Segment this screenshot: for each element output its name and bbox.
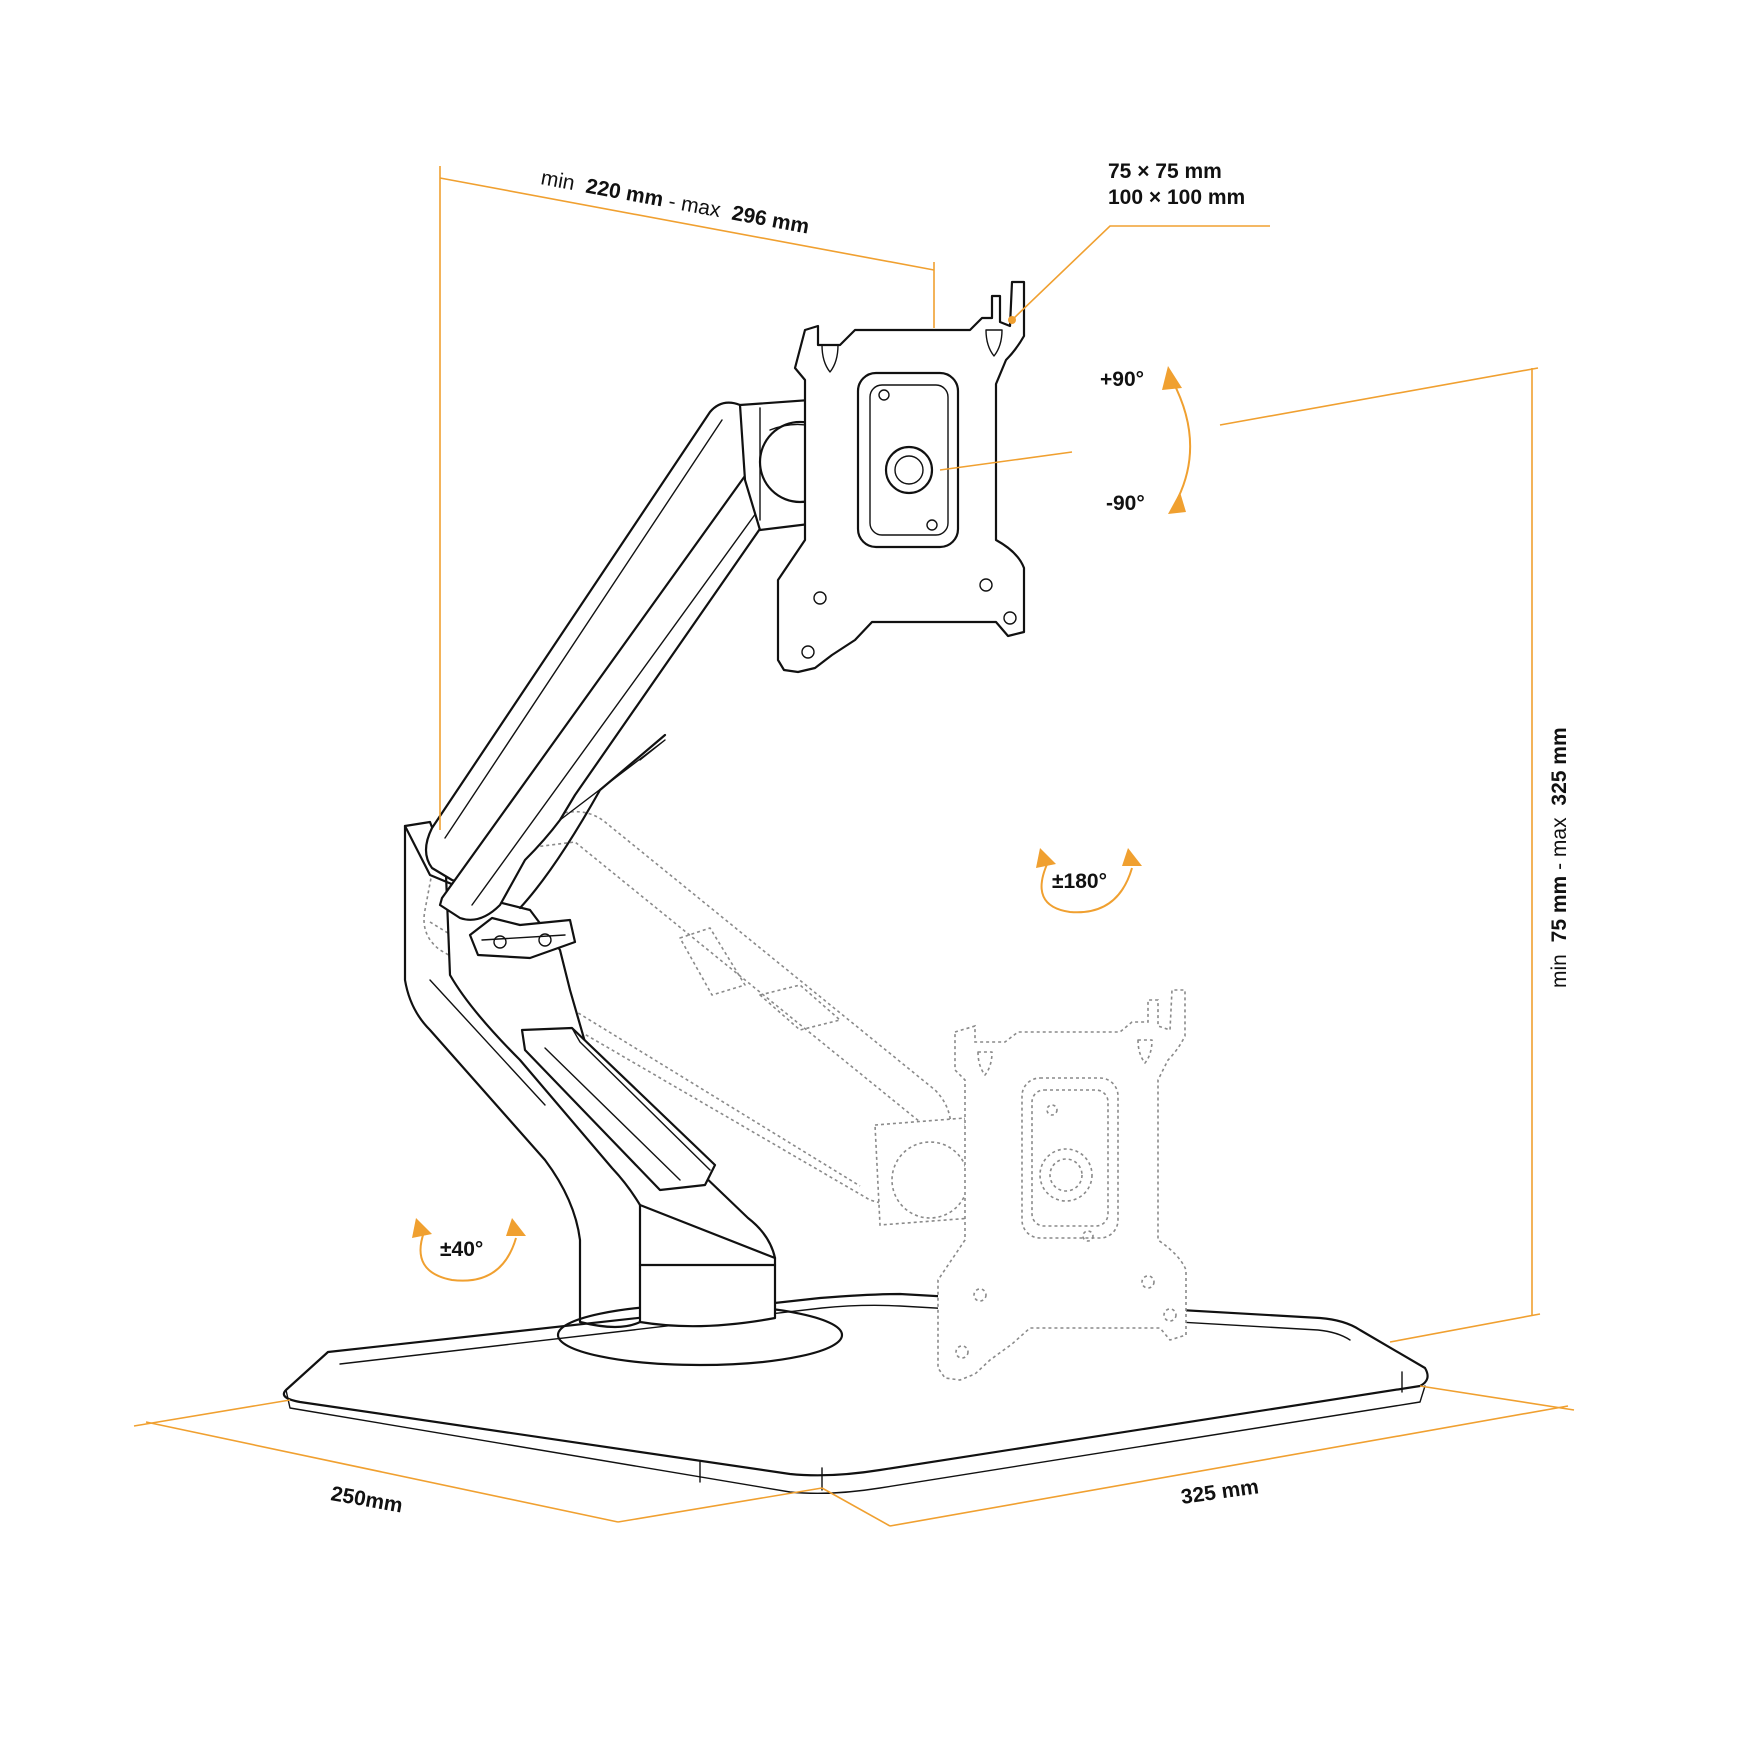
- height-sep: -: [1548, 857, 1571, 870]
- base-width-label: 325 mm: [1179, 1475, 1260, 1509]
- rotation-indicator: +90° -90°: [939, 366, 1192, 515]
- swivel-base-right-arrow: [506, 1218, 526, 1236]
- vesa-callout: 75 × 75 mm 100 × 100 mm: [1008, 160, 1270, 324]
- svg-text:min 75 mm -: min 75 mm - max 325 mm: [1548, 727, 1571, 988]
- rotate-down-arrow: [1168, 492, 1186, 514]
- arm-reach-min-value: 220 mm: [584, 175, 665, 212]
- swivel-base-label: ±40°: [440, 1238, 483, 1261]
- main-arm: [424, 401, 787, 960]
- base-swivel-indicator: ±40°: [412, 1218, 526, 1282]
- swivel-arm-right-arrow: [1122, 848, 1142, 866]
- rotate-up-arrow: [1162, 366, 1182, 390]
- arm-swivel-indicator: ±180°: [1036, 848, 1142, 914]
- arm-reach-max-value: 296 mm: [730, 202, 811, 239]
- height-min-prefix: min: [1548, 954, 1571, 988]
- vesa-size-line1: 75 × 75 mm: [1108, 160, 1222, 183]
- arm-reach-sep: -: [667, 190, 684, 215]
- height-dimension: min 75 mm - max 325 mm: [1219, 367, 1571, 1343]
- base-depth-label: 250mm: [329, 1482, 404, 1517]
- swivel-arm-label: ±180°: [1052, 870, 1107, 893]
- swivel-arm-left-arrow: [1036, 848, 1056, 868]
- rotate-down-label: -90°: [1106, 492, 1145, 515]
- base-plate: [282, 1292, 1429, 1495]
- ghost-arm-position: [423, 810, 1187, 1381]
- height-min-value: 75 mm: [1548, 876, 1571, 943]
- swivel-base-left-arrow: [412, 1218, 432, 1238]
- rotate-up-label: +90°: [1100, 368, 1144, 391]
- height-max-value: 325 mm: [1548, 727, 1571, 805]
- vesa-plate: [776, 280, 1026, 674]
- arm-reach-dimension: min 220 mm - max 296 mm: [439, 166, 935, 830]
- svg-text:min 220 mm -: min 220 mm - max 296 mm: [539, 166, 811, 238]
- arm-reach-min-prefix: min: [539, 166, 576, 195]
- arm-reach-max-prefix: max: [679, 192, 723, 222]
- height-max-prefix: max: [1548, 817, 1571, 857]
- vesa-size-line2: 100 × 100 mm: [1108, 186, 1245, 209]
